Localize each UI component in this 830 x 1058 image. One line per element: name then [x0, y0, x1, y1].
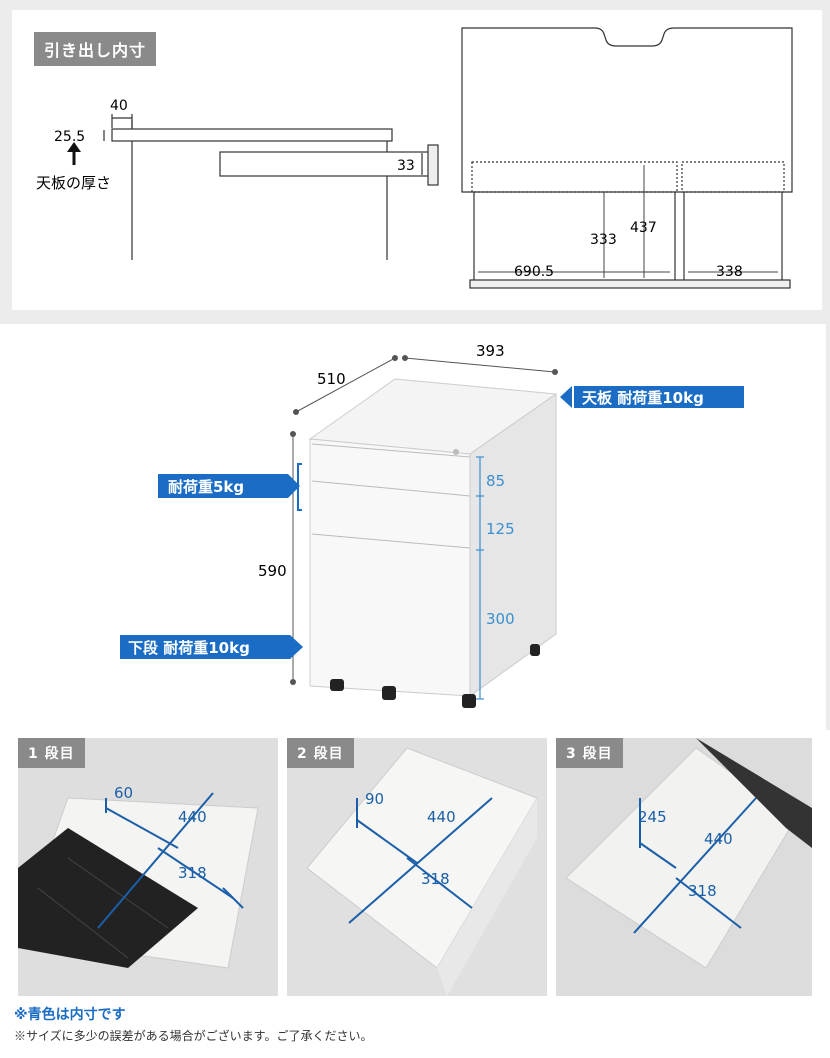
drawer-3-inner-label: 318: [688, 882, 717, 900]
cabinet-illustration: [308, 378, 558, 708]
note-size-tolerance: ※サイズに多少の誤差がある場合がございます。ご了承ください。: [14, 1029, 373, 1043]
drawer-1-dim-lines: [97, 792, 244, 929]
inner-dimension-lines: [476, 456, 484, 700]
section-title-drawer-inner: 引き出し内寸: [34, 32, 157, 66]
cabinet-overall-dimensions-panel: 393 510 590 85 125 300 天板 耐荷重10kg 耐荷重5kg…: [0, 324, 826, 730]
dim-40-label: 40: [110, 98, 128, 114]
note-inner-size-blue: ※青色は内寸です: [14, 1007, 126, 1023]
callout-lower-drawer-load: 下段 耐荷重10kg: [120, 635, 303, 659]
drawer-3-photo: 3 段目 245 440 318: [556, 738, 812, 996]
drawer-1-photo: 1 段目 60 440 318: [18, 738, 278, 996]
side-view: [103, 114, 439, 260]
svg-text:天板 耐荷重10kg: 天板 耐荷重10kg: [582, 389, 704, 407]
dim-85-label: 85: [486, 472, 505, 490]
footnotes: ※青色は内寸です ※サイズに多少の誤差がある場合がございます。ご了承ください。: [14, 1004, 372, 1044]
dim-333-label: 333: [590, 232, 617, 248]
dim-338-label: 338: [716, 264, 743, 280]
callout-upper-drawer-load: 耐荷重5kg: [158, 463, 302, 511]
drawer-2-dim-lines: [348, 797, 493, 924]
drawer-2-depth-label: 90: [365, 790, 385, 808]
drawer-1-depth-label: 60: [114, 784, 134, 802]
svg-text:下段 耐荷重10kg: 下段 耐荷重10kg: [128, 639, 250, 657]
drawer-1-tag: 1 段目: [18, 738, 85, 768]
dim-33-label: 33: [397, 158, 415, 174]
drawer-2-inner-label: 318: [421, 870, 450, 888]
drawer-3-width-label: 440: [704, 830, 733, 848]
dim-25-5-label: 25.5: [54, 129, 85, 145]
front-view: [461, 27, 793, 289]
svg-text:耐荷重5kg: 耐荷重5kg: [168, 478, 244, 496]
drawer-3-dim-lines: [633, 797, 757, 934]
cabinet-diagram: 393 510 590 85 125 300 天板 耐荷重10kg 耐荷重5kg…: [120, 342, 744, 708]
callout-top-load: 天板 耐荷重10kg: [560, 386, 744, 408]
drawer-2-photo: 2 段目 90 440 318: [287, 738, 547, 996]
dim-125-label: 125: [486, 520, 515, 538]
drawer-2-width-label: 440: [427, 808, 456, 826]
dim-393-label: 393: [476, 342, 505, 360]
drawer-1-width-label: 440: [178, 808, 207, 826]
dim-690-5-label: 690.5: [514, 264, 554, 280]
pen-tray-icon: [18, 828, 198, 968]
top-thickness-arrow: [67, 142, 81, 165]
front-view-dimensions: [478, 165, 778, 278]
drawer-side-front-diagram: 40 25.5 33 天板の厚さ 437 333 690.5 338: [36, 27, 793, 289]
drawer-inner-dimensions-panel: 引き出し内寸 40 25.5 33 天板の厚さ: [12, 10, 822, 310]
drawer-1-inner-label: 318: [178, 864, 207, 882]
dim-437-label: 437: [630, 220, 657, 236]
drawer-2-tag: 2 段目: [287, 738, 354, 768]
dim-590-label: 590: [258, 562, 287, 580]
top-thickness-label: 天板の厚さ: [36, 174, 111, 192]
dim-510-label: 510: [317, 370, 346, 388]
drawer-3-depth-label: 245: [638, 808, 667, 826]
dim-300-label: 300: [486, 610, 515, 628]
drawer-3-tag: 3 段目: [556, 738, 623, 768]
